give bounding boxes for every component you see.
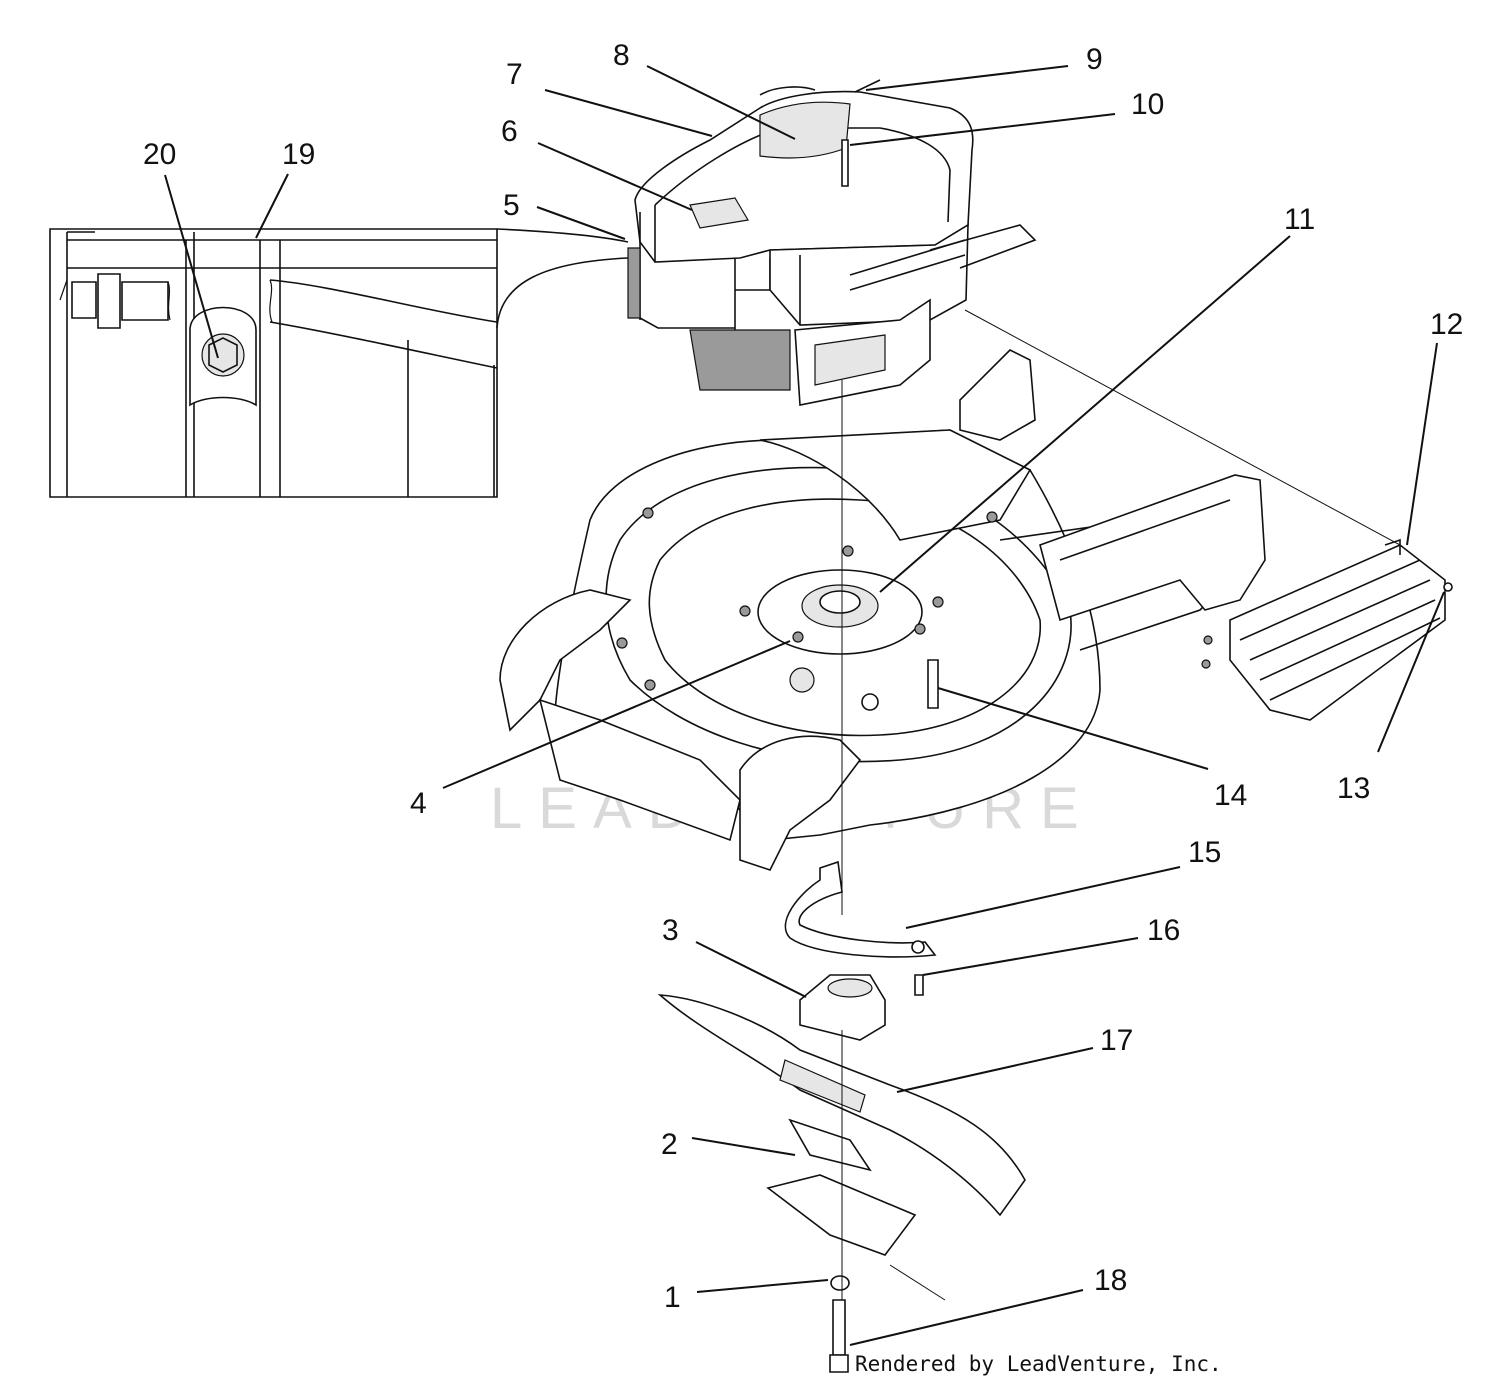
detail-inset <box>49 228 629 498</box>
mower-deck <box>499 349 1266 871</box>
callout-18: 18 <box>1094 1264 1127 1297</box>
callout-15: 15 <box>1188 836 1221 869</box>
render-credit: Rendered by LeadVenture, Inc. <box>855 1352 1222 1376</box>
callout-7: 7 <box>506 58 523 91</box>
callout-19: 19 <box>282 138 315 171</box>
callout-2: 2 <box>661 1128 678 1161</box>
callout-5: 5 <box>503 189 520 222</box>
callout-labels: 1 2 3 4 5 6 7 8 9 10 11 12 13 14 15 16 1… <box>143 39 1463 1314</box>
assembly-axes <box>841 309 1401 1301</box>
callout-4: 4 <box>410 787 427 820</box>
callout-12: 12 <box>1430 308 1463 341</box>
callout-1: 1 <box>664 1281 681 1314</box>
callout-8: 8 <box>613 39 630 72</box>
callout-13: 13 <box>1337 772 1370 805</box>
callout-14: 14 <box>1214 779 1247 812</box>
engine-assembly <box>627 79 1037 406</box>
callout-16: 16 <box>1147 914 1180 947</box>
leader-lines <box>164 65 1445 1346</box>
callout-9: 9 <box>1086 43 1103 76</box>
callout-11: 11 <box>1284 203 1315 236</box>
callout-10: 10 <box>1131 88 1164 121</box>
rear-deflector <box>1201 538 1453 721</box>
callout-20: 20 <box>143 138 176 171</box>
callout-6: 6 <box>501 115 518 148</box>
callout-3: 3 <box>662 914 679 947</box>
callout-17: 17 <box>1100 1024 1133 1057</box>
